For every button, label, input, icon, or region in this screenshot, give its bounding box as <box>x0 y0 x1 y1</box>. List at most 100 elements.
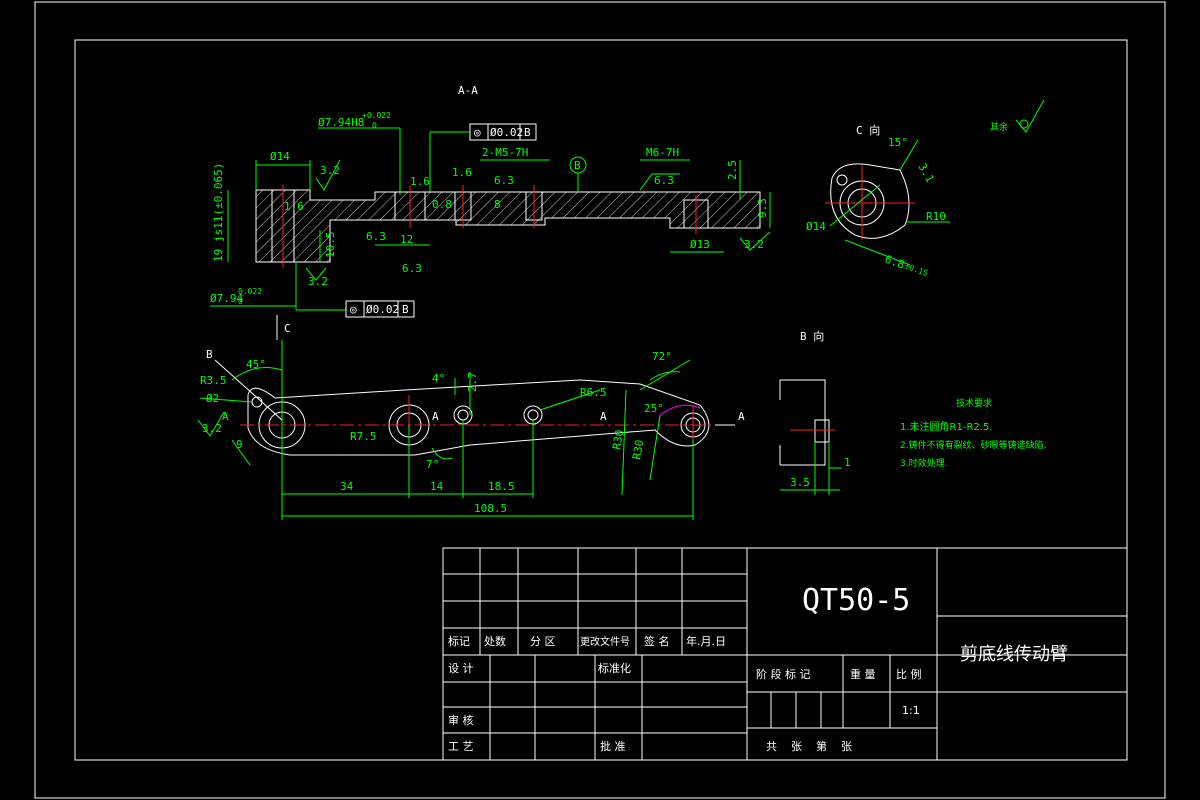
dim-1: 1 <box>844 456 851 469</box>
roughness-63c: 6.3 <box>494 174 514 187</box>
title-block: QT50-5 剪底线传动臂 标记 处数 分 区 更改文件号 签 名 年.月.日 … <box>442 547 1128 761</box>
dim-35: 3.5 <box>790 476 810 489</box>
dim-h25: 2.5 <box>726 160 739 180</box>
tol-top-ref: B <box>524 126 531 139</box>
roughness-63b: 6.3 <box>402 262 422 275</box>
dim-d13: Ø13 <box>690 238 710 251</box>
tol-b-upper: 0.022 <box>238 287 262 296</box>
section-aa-label: A-A <box>458 84 478 97</box>
tol-upper: +0.022 <box>362 111 391 120</box>
tol-68: ±0.15 <box>903 261 929 278</box>
dim-185: 18.5 <box>488 480 515 493</box>
roughness-symbol <box>1015 99 1045 133</box>
view-b: B 向 3.5 1 <box>779 329 851 495</box>
arm-outline <box>247 379 710 456</box>
tol-bottom-ref: B <box>402 303 409 316</box>
roughness-63d: 6.3 <box>654 174 674 187</box>
tb-scale: 1:1 <box>902 704 920 717</box>
dim-d794-bottom: Ø7.94 <box>210 292 243 305</box>
dim-d794h8: Ø7.94H8 <box>318 116 364 129</box>
section-a-mark-3: A <box>600 410 607 423</box>
view-b-mark: B <box>206 348 213 361</box>
view-c-label: C 向 <box>856 123 880 137</box>
material-code: QT50-5 <box>802 583 910 618</box>
tol-b-lower: 0 <box>238 297 243 306</box>
tb-zone: 分 区 <box>530 635 556 648</box>
dim-9: 9 <box>236 438 243 451</box>
roughness-32a: 3.2 <box>320 164 340 177</box>
roughness-32b: 3.2 <box>308 275 328 288</box>
roughness-16c: 1.6 <box>452 166 472 179</box>
angle-7: 7° <box>426 458 439 471</box>
roughness-08: 0.8 <box>432 198 452 211</box>
tb-sign: 签 名 <box>644 634 670 648</box>
thread-m5: 2-M5-7H <box>482 146 528 159</box>
tol-bottom-value: Ø0.02 <box>366 303 399 316</box>
dim-c-d14: Ø14 <box>806 220 826 233</box>
section-body <box>255 189 761 263</box>
radius-30b: R30 <box>630 439 646 461</box>
tb-weight: 重 量 <box>850 667 876 681</box>
section-a-mark-4: A <box>738 410 745 423</box>
radius-35: R3.5 <box>200 374 227 387</box>
note-1: 1.未注圆角R1-R2.5. <box>900 420 993 433</box>
roughness-63a: 6.3 <box>366 230 386 243</box>
tb-standard: 标准化 <box>598 661 631 675</box>
dim-d14: Ø14 <box>270 150 290 163</box>
tb-approve: 批 准 <box>600 739 626 753</box>
dim-w12: 12 <box>400 233 413 246</box>
tb-date: 年.月.日 <box>686 634 726 648</box>
plan-view: 34 14 18.5 108.5 B 45° R3.5 Ø2 A 3.2 9 R… <box>197 340 745 520</box>
tb-check: 审 核 <box>448 713 474 727</box>
view-b-label: B 向 <box>800 329 824 343</box>
angle-4: 4° <box>432 372 445 385</box>
tol-top-symbol: ◎ <box>474 126 481 139</box>
technical-notes: 技术要求 1.未注圆角R1-R2.5. 2.铸件不得有裂纹、砂眼等铸造缺陷. 3… <box>900 397 1046 469</box>
angle-45: 45° <box>246 358 266 371</box>
tol-lower: 0 <box>372 121 377 130</box>
dim-14: 14 <box>430 480 444 493</box>
radius-30a: R30 <box>610 429 626 451</box>
dim-34: 34 <box>340 480 354 493</box>
thread-m6: M6-7H <box>646 146 679 159</box>
angle-25: 25° <box>644 402 664 415</box>
tb-scale-label: 比 例 <box>896 667 922 681</box>
roughness-note: 其余 <box>990 121 1008 133</box>
roughness-16b: 1.6 <box>410 175 430 188</box>
roughness-16a: 1.6 <box>284 200 304 213</box>
tb-sheets: 共 张 第 张 <box>766 739 852 753</box>
section-a-a: A-A Ø14 Ø7.94H8 +0.022 0 19 js11(±0.065)… <box>210 84 771 340</box>
dim-h19: 19 js11(±0.065) <box>212 163 225 262</box>
dim-31: 3.1 <box>915 161 936 185</box>
radius-75: R7.5 <box>350 430 377 443</box>
tol-top-value: Ø0.02 <box>490 126 523 139</box>
tb-stage: 阶 段 标 记 <box>756 667 811 681</box>
angle-72: 72° <box>652 350 672 363</box>
roughness-32c: 3.2 <box>744 238 764 251</box>
angle-15: 15° <box>888 136 908 149</box>
note-2: 2.铸件不得有裂纹、砂眼等铸造缺陷. <box>900 439 1046 451</box>
dim-h105: 10.5 <box>324 232 337 259</box>
tb-process: 工 艺 <box>448 740 474 753</box>
view-c-outline <box>830 163 910 239</box>
roughness-8: 8 <box>494 198 501 211</box>
tb-doc: 更改文件号 <box>580 635 630 648</box>
dim-h93: 9.3 <box>756 198 769 218</box>
pin-hole <box>251 396 263 408</box>
section-a-mark-2: A <box>432 410 439 423</box>
dim-27: 2.7 <box>466 372 479 392</box>
view-c: C 向 15° 3.1 Ø14 R10 6.8 ±0.15 <box>806 123 950 278</box>
tb-mark: 标记 <box>448 634 470 648</box>
dim-1085: 108.5 <box>474 502 507 515</box>
dim-68: 6.8 <box>883 253 906 272</box>
radius-10: R10 <box>926 210 946 223</box>
view-c-mark: C <box>284 322 291 335</box>
tol-bottom-symbol: ◎ <box>350 303 357 316</box>
note-3: 3.时效处理. <box>900 457 947 469</box>
outer-border <box>34 1 1166 799</box>
tb-design: 设 计 <box>448 662 474 675</box>
part-name: 剪底线传动臂 <box>960 644 1068 665</box>
tb-count: 处数 <box>484 635 506 648</box>
section-a-mark-1: A <box>222 410 229 423</box>
